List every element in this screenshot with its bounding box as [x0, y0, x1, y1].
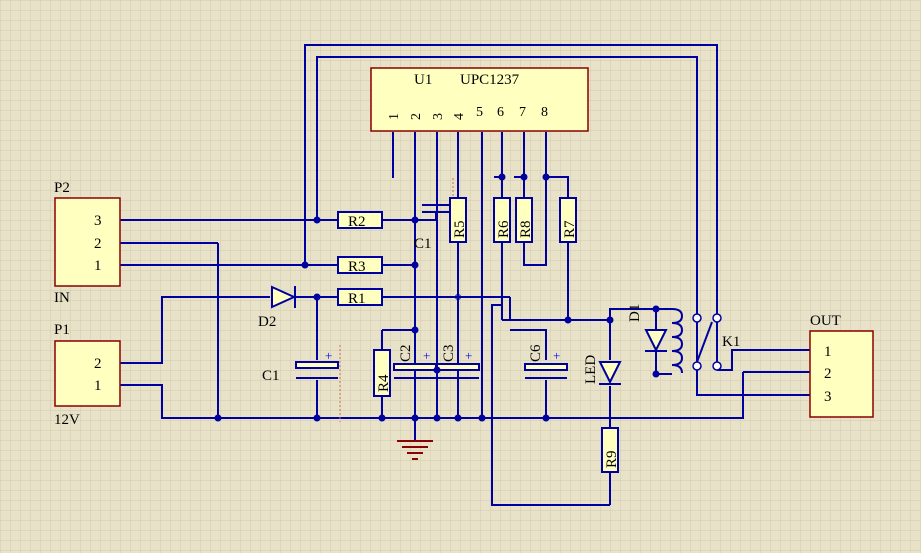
ic-pin-6: 6: [497, 105, 504, 120]
resistor-r6-label: R6: [496, 220, 512, 238]
capacitor-c6: [524, 363, 568, 379]
resistor-r3: [337, 256, 383, 274]
capacitor-c2-label: C2: [398, 344, 414, 362]
resistor-r6: [493, 197, 511, 243]
connector-p2-pin-1: 1: [94, 258, 102, 274]
connector-p1-pin-1: 1: [94, 378, 102, 394]
capacitor-c1-bottom: [295, 361, 339, 379]
ic-u1: U1 UPC1237 1 2 3 4 5 6 7 8: [370, 67, 589, 132]
resistor-r4-label: R4: [376, 374, 392, 392]
capacitor-c1-plus: +: [325, 348, 332, 363]
capacitor-c2-plus: +: [423, 348, 430, 363]
connector-p1-ref: P1: [54, 322, 70, 338]
ic-part-label: UPC1237: [460, 72, 520, 88]
connector-p1-pin-2: 2: [94, 356, 102, 372]
capacitor-c6-label: C6: [528, 344, 544, 362]
resistor-r2-label: R2: [348, 214, 366, 230]
connector-p2: P2 3 2 1 IN: [54, 180, 121, 306]
resistor-r7-label: R7: [562, 220, 578, 238]
junction-dots: [214, 173, 660, 422]
diode-d2: [271, 285, 297, 309]
ic-pin-2: 2: [409, 113, 424, 120]
relay-contacts: [692, 313, 722, 371]
connector-p2-label: IN: [54, 290, 70, 306]
connector-out-ref: OUT: [810, 313, 841, 329]
capacitor-c2: [393, 363, 437, 418]
ic-pin-1: 1: [387, 113, 402, 120]
capacitor-c1-bottom-label: C1: [262, 368, 280, 384]
connector-out: OUT 1 2 3: [809, 313, 874, 418]
connector-p1-label: 12V: [54, 412, 80, 428]
capacitor-c6-plus: +: [553, 348, 560, 363]
relay-k1: [671, 308, 718, 390]
connector-out-pin-1: 1: [824, 344, 832, 360]
resistor-r5: [449, 197, 467, 243]
resistor-r8: [515, 197, 533, 243]
diode-d1: [644, 329, 668, 353]
connector-p1: P1 2 1 12V: [54, 322, 121, 428]
resistor-r8-label: R8: [518, 220, 534, 238]
resistor-r1-label: R1: [348, 291, 366, 307]
capacitor-c3: [436, 363, 480, 418]
capacitor-c1-top-label: C1: [414, 236, 432, 252]
diode-d2-label: D2: [258, 314, 276, 330]
resistor-r5-label: R5: [452, 220, 468, 238]
connector-p2-pin-3: 3: [94, 213, 102, 229]
ic-pin-5: 5: [476, 105, 483, 120]
ic-pin-4: 4: [452, 113, 467, 120]
resistor-r2: [337, 211, 383, 229]
ic-pin-7: 7: [519, 105, 526, 120]
ic-pin-3: 3: [431, 113, 446, 120]
capacitor-c3-label: C3: [441, 344, 457, 362]
resistor-r3-label: R3: [348, 259, 366, 275]
wire-crossover: [455, 294, 461, 300]
connector-out-pin-3: 3: [824, 389, 832, 405]
resistor-r9-label: R9: [604, 450, 620, 468]
connector-p2-pin-2: 2: [94, 236, 102, 252]
capacitor-c1-top: [422, 204, 450, 220]
diode-d1-label: D1: [627, 304, 643, 322]
resistor-r9: [601, 427, 619, 473]
led-indicator: [598, 361, 622, 385]
led-label: LED: [583, 355, 599, 384]
ic-pin-8: 8: [541, 105, 548, 120]
resistor-r7: [559, 197, 577, 243]
connector-p2-ref: P2: [54, 180, 70, 196]
resistor-r1: [337, 288, 383, 306]
ground-symbol: [397, 440, 433, 460]
capacitor-c3-plus: +: [465, 348, 472, 363]
relay-k1-label: K1: [722, 334, 740, 350]
connector-out-pin-2: 2: [824, 366, 832, 382]
ic-ref-label: U1: [414, 72, 432, 88]
resistor-r4: [373, 349, 391, 397]
